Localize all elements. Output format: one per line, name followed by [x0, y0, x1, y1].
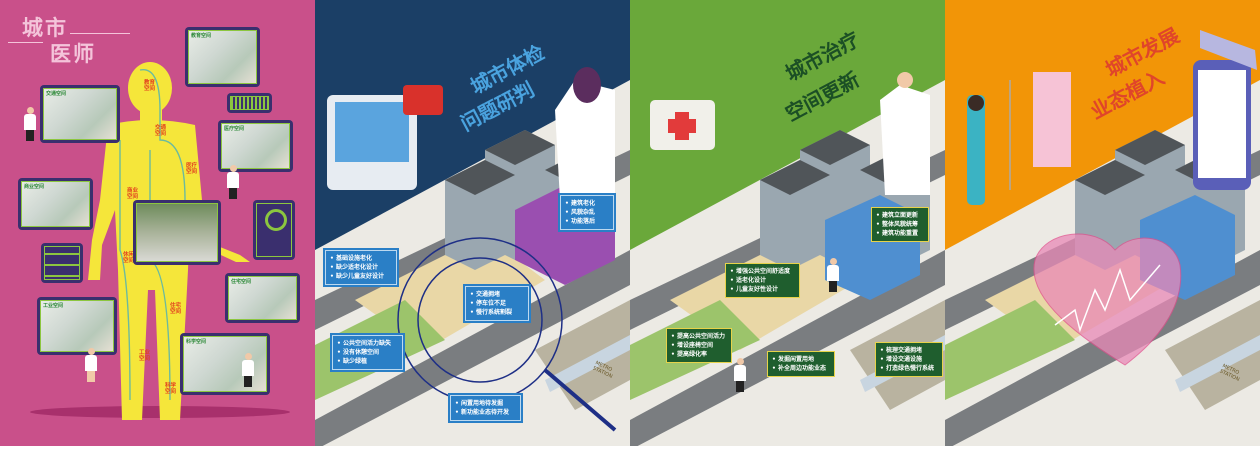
solution-box-buildings: 建筑立面更新整体风貌统筹建筑功能重置: [871, 207, 929, 242]
doctor-figure: [242, 353, 254, 387]
doctor-figure: [227, 165, 239, 199]
bubble-education: 教育空间: [185, 27, 260, 87]
bubble-label: 交通空间: [46, 91, 67, 97]
solution-item: 整体风貌统筹: [876, 220, 924, 229]
solution-item: 打造绿色慢行系统: [880, 364, 938, 373]
issue-box-public-space: 公共空间活力缺失没有休憩空间缺少绿植: [330, 333, 405, 372]
bubble-label: 住宅空间: [231, 279, 252, 285]
panel-city-development: 城市发展 业态植入 METRO STATION: [945, 0, 1260, 446]
issue-item: 交通拥堵: [470, 290, 524, 299]
issue-item: 功能落后: [565, 217, 609, 226]
solution-box-traffic: 梳理交通拥堵增设交通设施打造绿色慢行系统: [875, 342, 943, 377]
solution-box-public-vitality: 提高公共空间活力增设座椅空间提高绿化率: [666, 328, 732, 363]
bubble-medical: 医疗空间: [218, 120, 293, 172]
issue-box-buildings: 建筑老化风貌杂乱功能落后: [558, 193, 616, 232]
bubble-park-photo: [133, 200, 221, 265]
body-label: 交通空间: [155, 125, 167, 137]
doctor-figure: [24, 107, 36, 141]
body-label: 住宅空间: [170, 303, 182, 315]
progress-list-widget: [41, 243, 83, 283]
issue-item: 公共空间活力缺失: [337, 339, 398, 348]
title-rule: [8, 42, 43, 43]
solution-item: 发掘闲置用地: [772, 355, 830, 364]
doctor-figure: [85, 348, 97, 382]
issue-box-infrastructure: 基础设施老化缺少适老化设计缺少儿童友好设计: [323, 248, 399, 287]
bubble-label: 商业空间: [24, 184, 45, 190]
issue-box-traffic: 交通拥堵停车位不足慢行系统割裂: [463, 284, 531, 323]
body-label: 科学空间: [165, 383, 177, 395]
bubble-label: 科学空间: [186, 339, 207, 345]
solution-item: 增强公共空间舒适度: [730, 267, 795, 276]
issue-item: 新功能业态待开发: [455, 408, 516, 417]
issue-item: 基础设施老化: [330, 254, 392, 263]
body-label: 工业空间: [139, 350, 151, 362]
body-label: 教育空间: [144, 80, 156, 92]
bubble-science: 科学空间: [180, 333, 270, 395]
bubble-commerce: 商业空间: [18, 178, 93, 230]
bubble-label: 工业空间: [43, 303, 64, 309]
solution-item: 提高公共空间活力: [671, 332, 727, 341]
issue-item: 建筑老化: [565, 199, 609, 208]
solution-item: 适老化设计: [730, 276, 795, 285]
barcode-widget: [227, 93, 272, 113]
bubble-label: 教育空间: [191, 33, 212, 39]
doctor-figure: [827, 258, 839, 292]
issue-item: 闲置用地待发掘: [455, 399, 516, 408]
issue-item: 缺少绿植: [337, 357, 398, 366]
solution-item: 增设座椅空间: [671, 341, 727, 350]
bubble-label: 医疗空间: [224, 126, 245, 132]
panel-city-treatment: 城市治疗 空间更新 建筑立面更新整体风貌统筹建筑功能重置 增强公共空间舒适度适老…: [630, 0, 945, 446]
solution-item: 梳理交通拥堵: [880, 346, 938, 355]
doctor-figure: [734, 358, 746, 392]
issue-item: 停车位不足: [470, 299, 524, 308]
human-body-city-silhouette: [30, 62, 290, 420]
bubble-traffic: 交通空间: [40, 85, 120, 143]
solution-item: 增设交通设施: [880, 355, 938, 364]
body-label: 医疗空间: [186, 163, 198, 175]
solution-box-idle-land: 发掘闲置用地补全周边功能业态: [767, 351, 835, 377]
issue-item: 缺少适老化设计: [330, 263, 392, 272]
body-label: 休闲空间: [123, 252, 135, 264]
title-line2: 医师: [50, 42, 96, 66]
title-rule: [70, 33, 130, 34]
bubble-industry: 工业空间: [37, 297, 117, 355]
solution-item: 提高绿化率: [671, 350, 727, 359]
solution-box-public-comfort: 增强公共空间舒适度适老化设计儿童友好性设计: [725, 263, 800, 298]
bubble-housing: 住宅空间: [225, 273, 300, 323]
solution-item: 建筑立面更新: [876, 211, 924, 220]
body-label: 商业空间: [127, 188, 139, 200]
panel-city-checkup: 城市体检 问题研判 METRO STATION 建筑老化风貌杂乱功能落后 基础设…: [315, 0, 630, 446]
solution-item: 建筑功能重置: [876, 229, 924, 238]
solution-item: 补全周边功能业态: [772, 364, 830, 373]
title-line1: 城市: [22, 16, 68, 40]
solution-item: 儿童友好性设计: [730, 285, 795, 294]
issue-item: 没有休憩空间: [337, 348, 398, 357]
issue-item: 缺少儿童友好设计: [330, 272, 392, 281]
panel-city-doctor: 城市 医师 教育空间 交通空间 医疗空间 商业空间 休闲空间 住宅空间 工业空间…: [0, 0, 315, 446]
issue-item: 慢行系统割裂: [470, 308, 524, 317]
issue-box-idle-land: 闲置用地待发掘新功能业态待开发: [448, 393, 523, 423]
issue-item: 风貌杂乱: [565, 208, 609, 217]
isometric-city-illustration: [945, 30, 1260, 446]
person-card-icon: [253, 200, 295, 260]
